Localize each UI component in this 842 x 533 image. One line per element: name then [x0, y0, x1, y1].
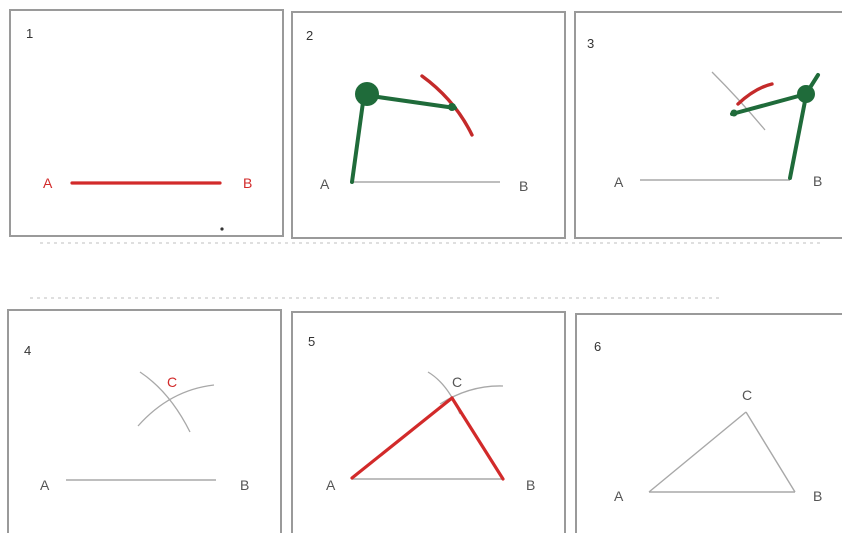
point-label-b: B — [813, 488, 822, 504]
segment-cb — [450, 396, 505, 481]
point-label-a: A — [614, 488, 624, 504]
panel-step-5: 5 A B C — [291, 311, 566, 533]
point-label-b: B — [526, 477, 535, 493]
step-number: 5 — [308, 334, 315, 349]
compass-arc — [420, 74, 474, 137]
step-number: 3 — [587, 36, 594, 51]
point-label-a: A — [614, 174, 624, 190]
segment-ac — [350, 396, 454, 480]
step-number: 2 — [306, 28, 313, 43]
compass-arc — [736, 82, 774, 106]
point-label-b: B — [243, 175, 252, 191]
panel-step-2: 2 A B — [291, 11, 566, 239]
panel-frame — [291, 11, 566, 239]
panel-step-1: 1 A B — [9, 9, 284, 237]
compass-icon — [730, 73, 820, 180]
panel-step-6: 6 A B C — [575, 313, 842, 533]
panel-frame — [574, 11, 842, 239]
panel-frame — [9, 9, 284, 237]
point-label-b: B — [813, 173, 822, 189]
panel-frame — [7, 309, 282, 533]
segment-ac — [648, 411, 747, 493]
panel-frame — [575, 313, 842, 533]
step-number: 6 — [594, 339, 601, 354]
point-label-c: C — [742, 387, 752, 403]
panel-step-3: 3 A B — [574, 11, 842, 239]
step-number: 4 — [24, 343, 31, 358]
point-label-c: C — [167, 374, 177, 390]
segment-cb — [745, 411, 796, 493]
panel-step-4: 4 A B C — [7, 309, 282, 533]
compass-icon — [350, 82, 457, 184]
construction-arc — [439, 385, 504, 405]
point-label-c: C — [452, 374, 462, 390]
construction-arc — [139, 371, 191, 433]
construction-arc — [137, 384, 215, 427]
panel-frame — [291, 311, 566, 533]
step-number: 1 — [26, 26, 33, 41]
point-label-a: A — [320, 176, 330, 192]
stray-dot — [220, 227, 224, 231]
construction-arc — [711, 71, 766, 131]
point-label-a: A — [43, 175, 53, 191]
point-label-b: B — [240, 477, 249, 493]
point-label-a: A — [40, 477, 50, 493]
point-label-a: A — [326, 477, 336, 493]
point-label-b: B — [519, 178, 528, 194]
